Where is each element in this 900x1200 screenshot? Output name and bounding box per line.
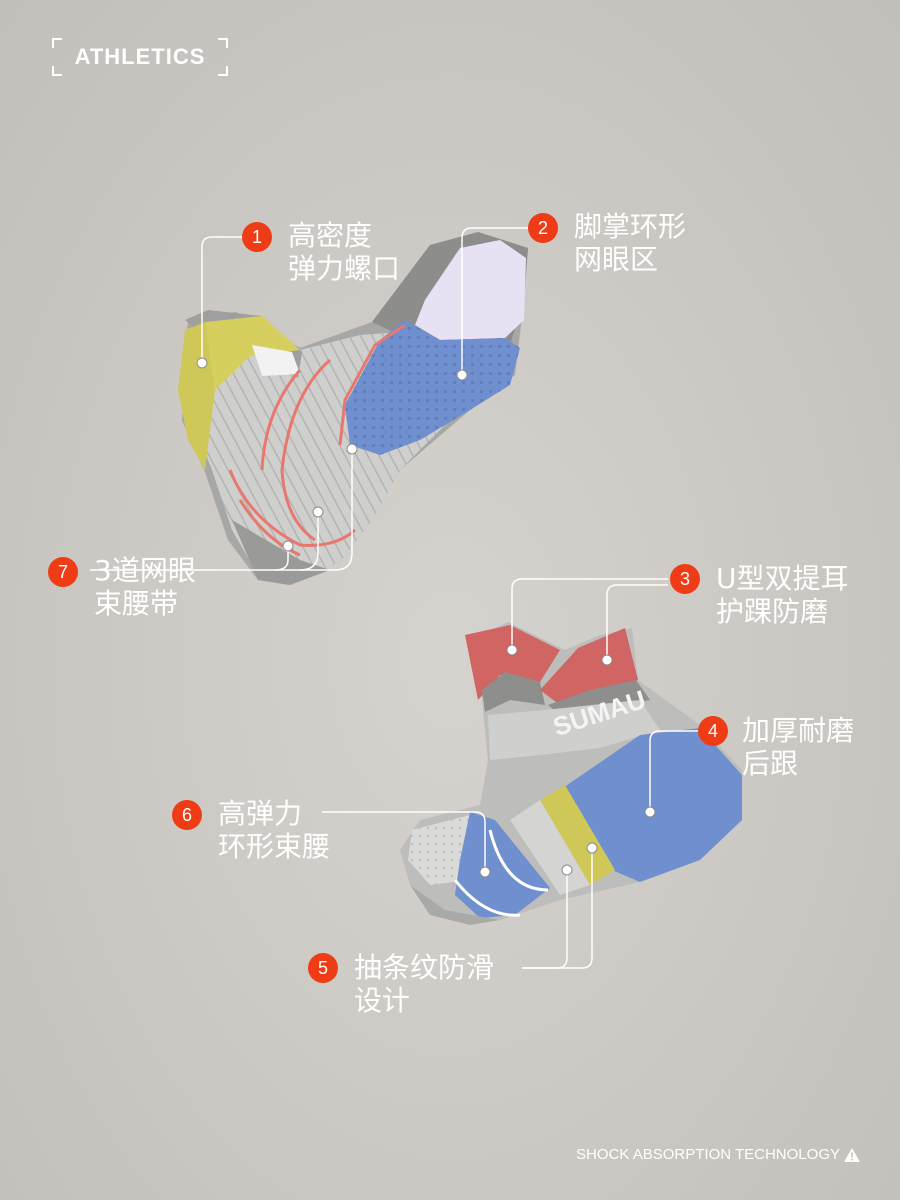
anchor-dot [561,864,573,876]
callout-line: U型双提耳 [716,562,849,595]
footer-text: SHOCK ABSORPTION TECHNOLOGY [576,1146,840,1163]
callout-2-badge: 2 [528,213,558,243]
frame-corner [52,66,62,76]
callout-5-label: 抽条纹防滑 设计 [354,951,494,1017]
callout-line: 护踝防磨 [716,595,829,628]
leader-lines [90,227,698,969]
anchor-dot [506,644,518,656]
callout-3-label: U型双提耳 护踝防磨 [716,562,849,628]
frame-corner [52,38,62,48]
callout-line: 束腰带 [94,587,179,620]
callout-line: 3道网眼 [94,554,196,587]
callout-line: 弹力螺口 [288,252,401,285]
frame-corner [218,66,228,76]
frame-corner [218,38,228,48]
callout-line: 加厚耐磨 [742,714,855,747]
callout-4-badge: 4 [698,716,728,746]
brand-frame: ATHLETICS [52,38,228,76]
callout-line: 网眼区 [574,243,659,276]
callout-line: 脚掌环形 [574,210,687,243]
callout-line: 高密度 [288,219,373,252]
anchor-dot [456,369,468,381]
callout-line: 后跟 [742,747,799,780]
callout-4-label: 加厚耐磨 后跟 [742,714,854,780]
callout-1-badge: 1 [242,222,272,252]
warning-triangle-icon [844,1147,860,1162]
anchor-dot [196,357,208,369]
anchor-dot [586,842,598,854]
callout-1-label: 高密度 弹力螺口 [288,219,400,285]
anchor-dot [644,806,656,818]
callout-line: 抽条纹防滑 [354,951,495,984]
callout-6-label: 高弹力 环形束腰 [218,797,330,863]
callout-6-badge: 6 [172,800,202,830]
callout-5-badge: 5 [308,953,338,983]
anchor-dot [312,506,324,518]
anchor-dot [346,443,358,455]
anchor-dot [601,654,613,666]
callout-line: 环形束腰 [218,830,331,863]
lower-sock-image: SUMAU [400,622,742,925]
callout-line: 高弹力 [218,797,303,830]
anchor-dot [282,540,294,552]
callout-line: 设计 [354,984,411,1017]
callout-7-badge: 7 [48,557,78,587]
anchor-dot [479,866,491,878]
brand-label: ATHLETICS [74,44,206,69]
upper-sock-image [178,232,528,585]
callout-7-label: 3道网眼 束腰带 [94,554,196,620]
callout-3-badge: 3 [670,564,700,594]
footer: SHOCK ABSORPTION TECHNOLOGY [576,1146,860,1163]
callout-2-label: 脚掌环形 网眼区 [574,210,686,276]
